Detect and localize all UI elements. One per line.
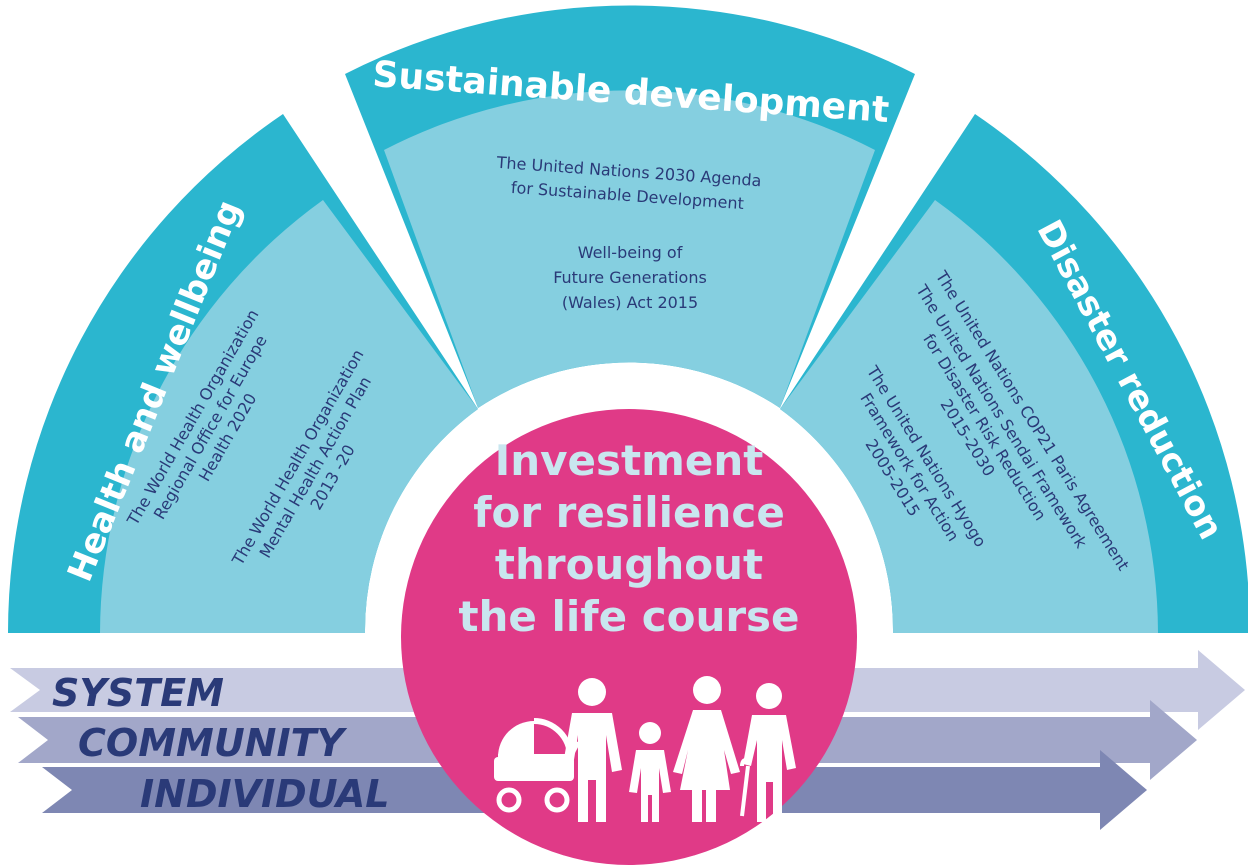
center-line: Investment bbox=[495, 436, 764, 485]
child-figure-icon bbox=[629, 722, 671, 822]
level-individual-label: INDIVIDUAL bbox=[140, 772, 390, 816]
level-community-label: COMMUNITY bbox=[78, 721, 348, 765]
mother-figure-icon bbox=[673, 676, 740, 822]
center-line: throughout bbox=[495, 540, 763, 589]
center-title: Investment for resilience throughout the… bbox=[458, 436, 799, 641]
sector-disaster bbox=[780, 114, 1248, 633]
sector-sustainable-inner bbox=[384, 90, 875, 408]
sustainable-doc-wales-act: Well-being of Future Generations (Wales)… bbox=[553, 243, 707, 312]
levels-arrows bbox=[10, 650, 1245, 830]
doc-line: Well-being of bbox=[578, 243, 683, 262]
center-line: for resilience bbox=[473, 488, 785, 537]
center-line: the life course bbox=[458, 592, 799, 641]
sector-health bbox=[7, 114, 478, 633]
pram-icon bbox=[494, 718, 581, 813]
doc-line: (Wales) Act 2015 bbox=[562, 293, 698, 312]
family-icon bbox=[494, 676, 796, 822]
doc-line: Future Generations bbox=[553, 268, 707, 287]
sector-health-inner bbox=[100, 200, 478, 633]
sector-sustainable bbox=[345, 5, 915, 409]
father-figure-icon bbox=[562, 678, 622, 822]
sector-disaster-inner bbox=[780, 200, 1158, 633]
grandparent-figure-icon bbox=[740, 683, 796, 822]
level-system-label: SYSTEM bbox=[52, 671, 224, 715]
